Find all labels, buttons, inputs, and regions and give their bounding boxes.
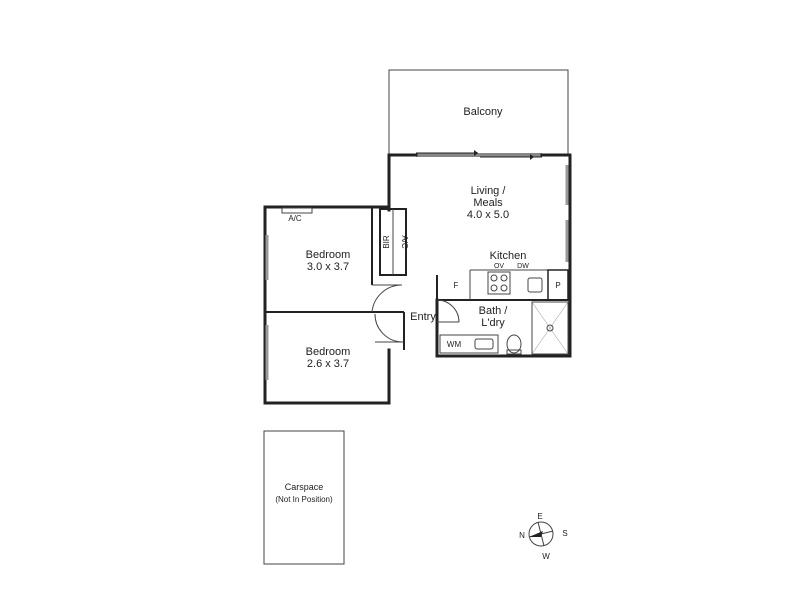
doors: [371, 284, 460, 343]
fridge-label: F: [454, 281, 459, 290]
exterior-walls: [263, 153, 572, 405]
interior-walls: [265, 207, 570, 355]
cooktop: [487, 271, 511, 295]
living-label-1: Living /: [471, 185, 507, 197]
windows: [265, 165, 569, 380]
balcony-area: [388, 69, 569, 155]
compass-north: N: [519, 531, 525, 540]
ac-bedroom-label: A/C: [288, 214, 302, 223]
compass-west: W: [542, 552, 550, 561]
ac-unit-bedroom: [281, 207, 313, 214]
sliding-door: [416, 150, 542, 160]
bir-label: BIR: [382, 235, 391, 249]
living-size: 4.0 x 5.0: [467, 209, 509, 221]
living-label-2: Meals: [473, 197, 503, 209]
compass-south: S: [562, 529, 567, 538]
oven-label: OV: [494, 263, 504, 270]
sink: [527, 277, 543, 293]
bedroom2-label: Bedroom: [306, 346, 351, 358]
carspace-box: [263, 430, 345, 565]
compass-east: E: [537, 512, 542, 521]
carspace-label: Carspace: [285, 482, 324, 492]
bedroom1-label: Bedroom: [306, 249, 351, 261]
kitchen-label: Kitchen: [490, 250, 527, 262]
bath-label-2: L'dry: [481, 317, 505, 329]
bedroom1-size: 3.0 x 3.7: [307, 261, 349, 273]
balcony-label: Balcony: [463, 106, 503, 118]
ac-robe-label: A/C: [400, 235, 409, 249]
carspace-note: (Not In Position): [275, 495, 333, 504]
dishwasher-label: DW: [517, 263, 529, 270]
pantry-label: P: [555, 281, 560, 290]
bath-label-1: Bath /: [479, 305, 509, 317]
washing-machine-label: WM: [447, 340, 462, 349]
compass-icon: [528, 521, 554, 547]
entry-label: Entry: [410, 311, 436, 323]
bedroom2-size: 2.6 x 3.7: [307, 358, 349, 370]
